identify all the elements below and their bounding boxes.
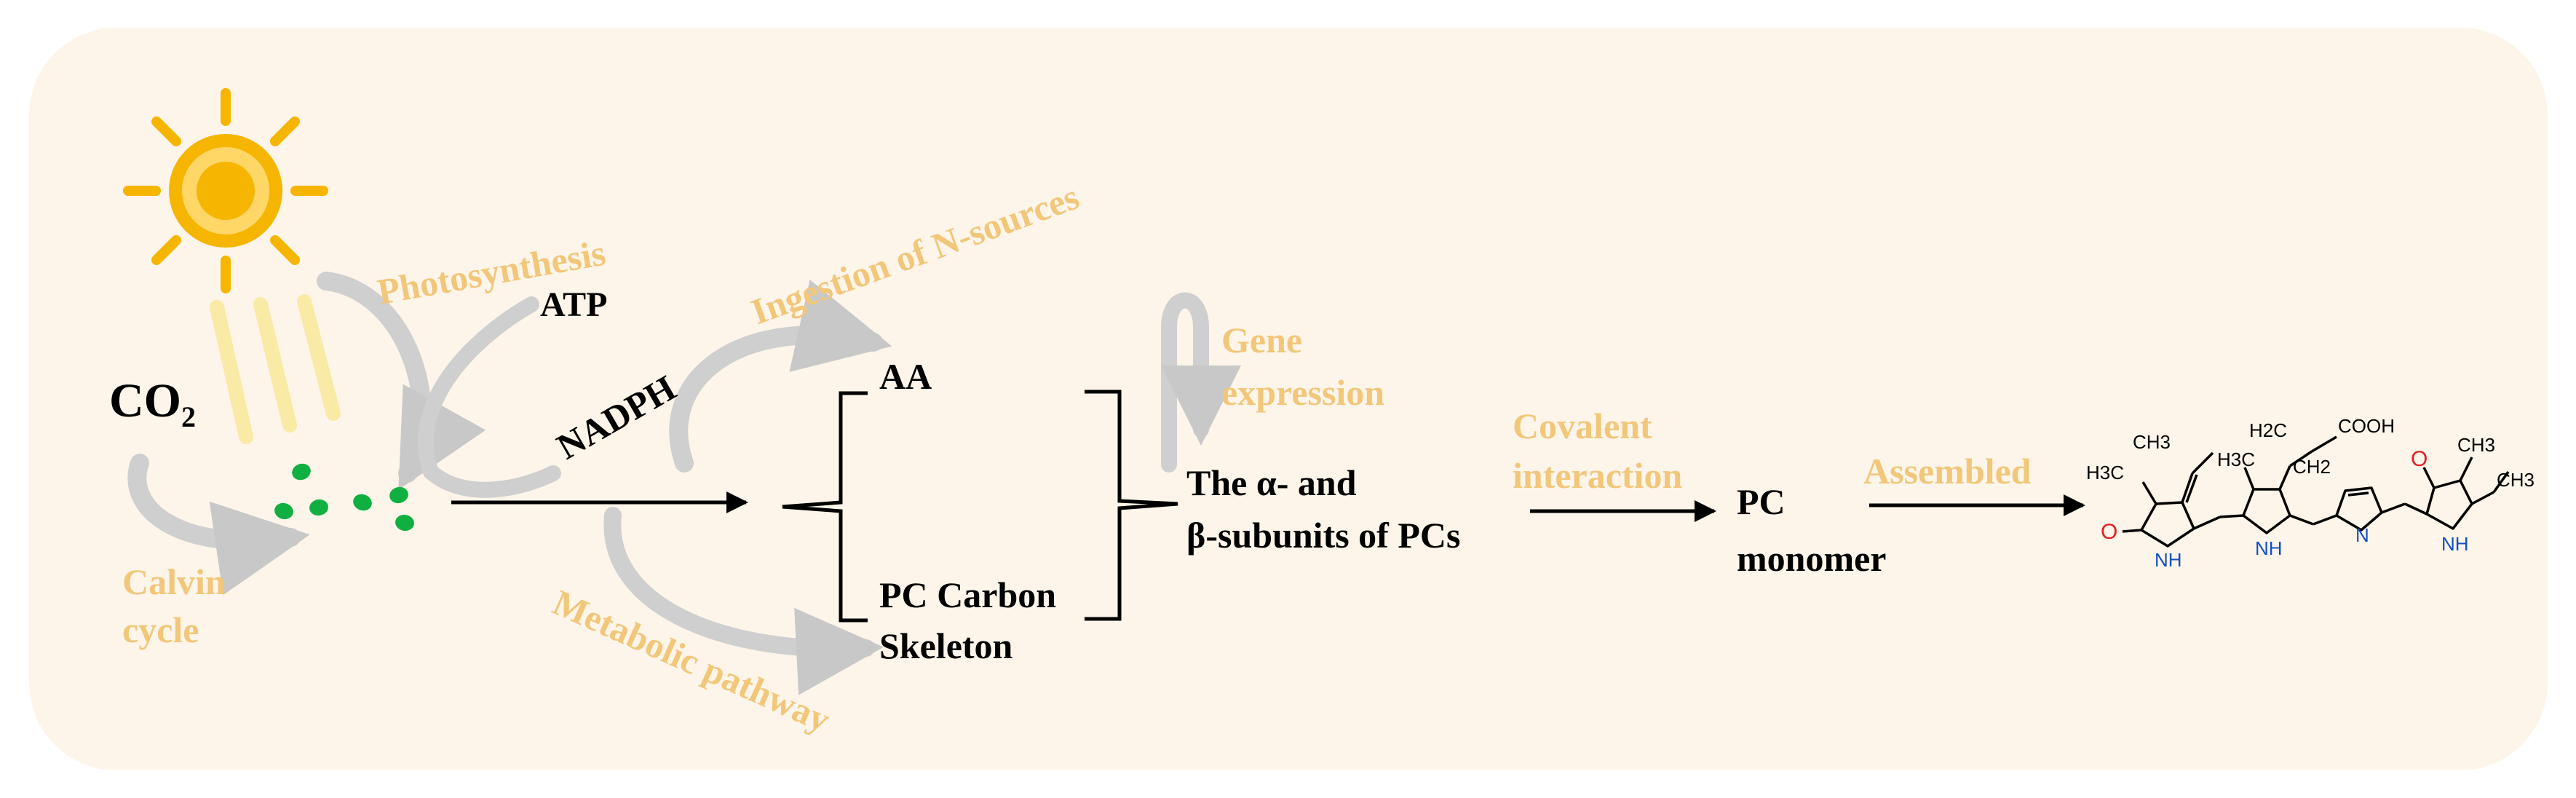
green-dots-icon [274,463,414,532]
pc-carbon-label-line1: PC Carbon [879,574,1056,615]
molecule-atom-labels: H3C CH3 H3C H2C COOH CH2 O NH NH N O CH3… [2086,415,2535,571]
calvin-label-line2: cycle [122,609,199,650]
left-brace [782,391,868,623]
ch3-right-label: CH3 [2457,434,2495,456]
nh-3-label: NH [2441,533,2469,555]
calvin-cycle-arrow [127,454,310,596]
metabolic-pathway-arrow [603,507,884,695]
h3c-middle-label: H3C [2217,449,2255,470]
right-brace [1085,390,1178,621]
gene-label-line2: expression [1221,372,1384,413]
subunits-label-line1: The α- and [1186,462,1357,503]
subunits-label-line2: β-subunits of PCs [1186,515,1460,556]
pc-monomer-label-line1: PC [1737,481,1786,522]
covalent-label-line1: Covalent [1513,406,1652,446]
ch2-right-label: CH2 [2293,456,2331,478]
covalent-label-line2: interaction [1513,455,1682,496]
assembled-label: Assembled [1863,451,2032,491]
calvin-label-line1: Calvin [122,561,226,602]
light-rays-icon [210,294,341,444]
h3c-left-label: H3C [2086,462,2124,483]
pc-monomer-label-line2: monomer [1737,538,1887,579]
pc-carbon-label-line2: Skeleton [879,625,1013,666]
co2-label: CO2 [109,374,196,433]
h2c-label: H2C [2249,419,2287,441]
gene-label-line1: Gene [1221,320,1302,360]
ch3-far-right-label: CH3 [2497,469,2535,491]
o-right-label: O [2411,447,2428,471]
sun-icon [123,88,328,293]
co2-subscript: 2 [181,400,196,433]
aa-label: AA [879,356,932,397]
atp-arrow [417,296,561,498]
nh-1-label: NH [2155,549,2182,571]
o-left-label: O [2101,520,2117,544]
phycocyanobilin-structure [2122,435,2510,548]
ingestion-arrow [669,280,892,473]
gene-expression-arrow [1161,292,1241,473]
cooh-label: COOH [2338,415,2395,437]
atp-label: ATP [540,285,607,324]
nh-2-label: NH [2255,537,2283,559]
n-ring-label: N [2355,524,2369,546]
background-panel [29,28,2548,770]
co2-main: CO [109,374,181,427]
ch3-top-left-label: CH3 [2133,431,2171,453]
